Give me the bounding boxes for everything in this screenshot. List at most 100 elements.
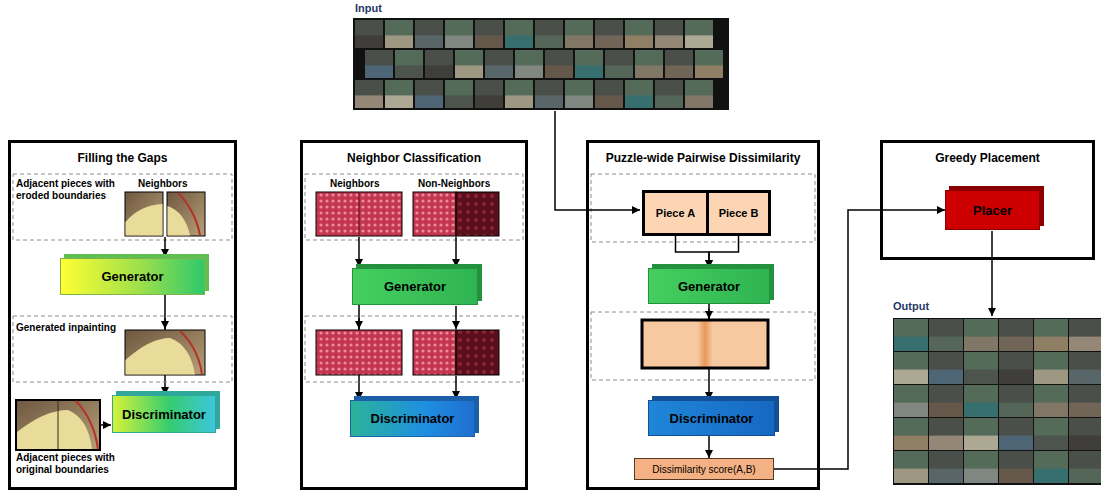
tile-detail (685, 35, 713, 48)
tile-detail (355, 35, 383, 48)
illustration-part (13, 316, 232, 382)
illustration-part (413, 330, 456, 375)
tile-detail (415, 35, 443, 48)
tile-detail (1069, 370, 1101, 384)
tile-detail (535, 35, 563, 48)
tile-detail (665, 65, 693, 78)
puzzle-tile (455, 50, 483, 78)
panel-title: Neighbor Classification (347, 151, 481, 165)
tile-fill (535, 20, 563, 48)
tile-fill (425, 50, 453, 78)
illustration-part (991, 231, 993, 316)
puzzle-tile (625, 20, 653, 48)
tile-detail (565, 35, 593, 48)
tile-fill (415, 20, 443, 48)
tile-detail (929, 370, 963, 384)
tile-detail (635, 65, 663, 78)
tile-fill (445, 20, 473, 48)
tile-fill (415, 80, 443, 108)
puzzle-tile (385, 80, 413, 108)
tile-fill (929, 319, 963, 351)
tile-detail (964, 436, 998, 450)
tile-fill (1069, 385, 1101, 417)
puzzle-tile (475, 80, 503, 108)
puzzle-tile (999, 352, 1033, 384)
panel-frame: Greedy PlacementPlacer (880, 140, 1095, 260)
tile-detail (565, 95, 593, 108)
tile-fill (395, 50, 423, 78)
puzzle-tile (964, 319, 998, 351)
input-strip (353, 18, 729, 110)
connector (708, 436, 710, 458)
tile-detail (1069, 436, 1101, 450)
illustration-part (58, 401, 59, 449)
tile-detail (545, 65, 573, 78)
puzzle-tile (1069, 451, 1101, 483)
tile-detail (964, 370, 998, 384)
illustration-part (305, 174, 523, 240)
tile-fill (625, 80, 653, 108)
tile-fill (1034, 451, 1068, 483)
puzzle-tile (535, 20, 563, 48)
generator-box: Generator (352, 268, 478, 305)
tile-fill (605, 50, 633, 78)
puzzle-tile (655, 20, 683, 48)
illustration-part (180, 331, 202, 374)
puzzle-tile (894, 451, 928, 483)
illustration-part (316, 330, 402, 375)
tile-detail (999, 403, 1033, 417)
puzzle-tile (999, 385, 1033, 417)
tile-fill (655, 20, 683, 48)
tile-detail (999, 436, 1033, 450)
box-label: Discriminator (371, 411, 455, 426)
puzzle-tile (425, 50, 453, 78)
illustration-part (591, 174, 815, 242)
tile-fill (894, 418, 928, 450)
tile-detail (535, 95, 563, 108)
discriminator-box: Discriminator (350, 400, 475, 437)
puzzle-tile (505, 20, 533, 48)
tile-detail (625, 35, 653, 48)
puzzle-tile (395, 50, 423, 78)
tile-fill (355, 20, 383, 48)
tile-detail (929, 469, 963, 483)
tile-fill (929, 451, 963, 483)
illustration-part (178, 193, 200, 235)
tile-fill (1034, 418, 1068, 450)
tile-detail (595, 35, 623, 48)
tile-detail (1034, 403, 1068, 417)
illustration-part (126, 204, 163, 236)
tile-fill (565, 20, 593, 48)
illustration-part (305, 316, 523, 382)
puzzle-tile (635, 50, 663, 78)
tile-detail (655, 35, 683, 48)
tile-detail (355, 95, 383, 108)
tile-detail (445, 35, 473, 48)
puzzle-tile (1034, 319, 1068, 351)
tile-fill (655, 80, 683, 108)
annotation-label: Generated inpainting (16, 322, 116, 334)
illustration-part (168, 206, 191, 236)
tile-detail (695, 65, 723, 78)
panel-frame: Neighbor ClassificationGeneratorDiscrimi… (300, 140, 528, 490)
puzzle-tile (929, 319, 963, 351)
illustration-part (16, 400, 100, 450)
tile-detail (505, 95, 533, 108)
tile-fill (964, 352, 998, 384)
tile-detail (475, 95, 503, 108)
puzzle-tile (415, 80, 443, 108)
piece-box: Piece B (706, 190, 771, 236)
tile-fill (894, 385, 928, 417)
tile-detail (445, 95, 473, 108)
tile-fill (535, 80, 563, 108)
tile-fill (365, 50, 393, 78)
box-label: Piece B (719, 207, 759, 219)
puzzle-tile (1034, 352, 1068, 384)
puzzle-tile (665, 50, 693, 78)
tile-fill (635, 50, 663, 78)
puzzle-tile (685, 20, 713, 48)
illustration-part (456, 192, 499, 236)
tile-detail (894, 370, 928, 384)
tile-detail (999, 469, 1033, 483)
tile-detail (1034, 469, 1068, 483)
